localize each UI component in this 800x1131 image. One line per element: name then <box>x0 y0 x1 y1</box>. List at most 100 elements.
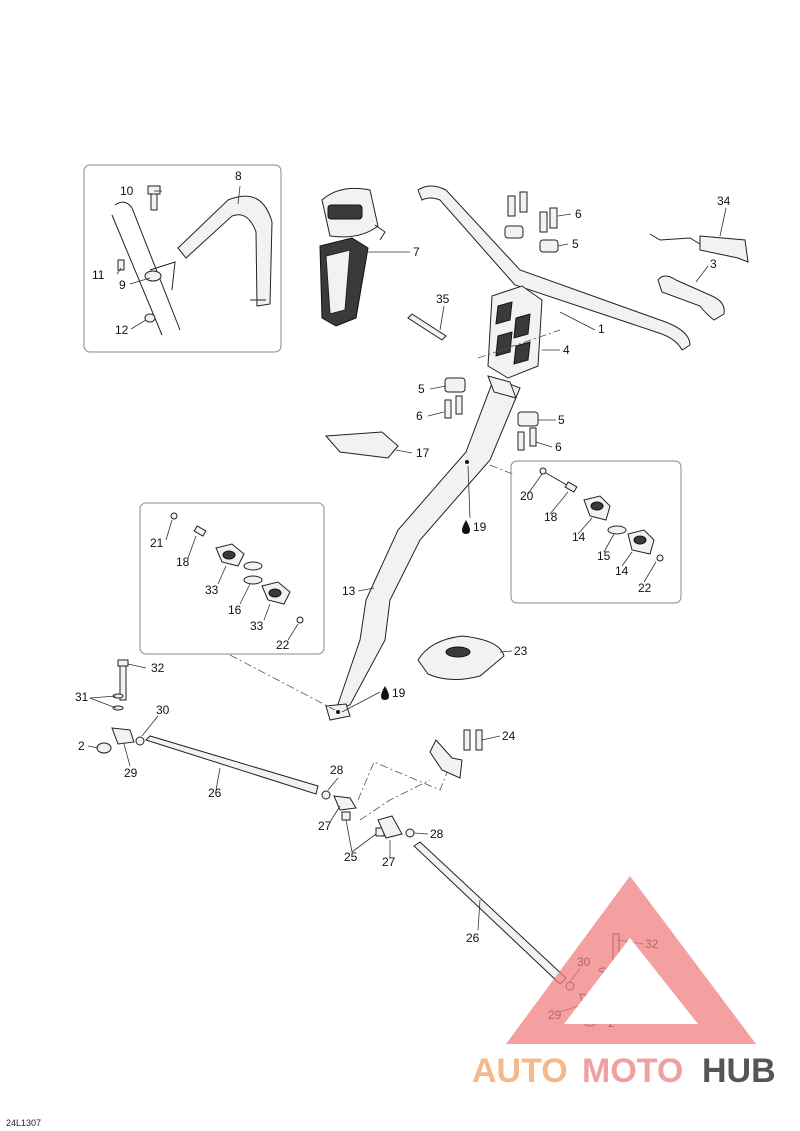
part-33-clamp-lower <box>261 581 291 605</box>
part-11-pin <box>117 259 125 271</box>
part-9-clamp <box>144 270 162 282</box>
callout-26: 26 <box>466 931 480 945</box>
callout-28: 28 <box>330 763 344 777</box>
part-2-nut-left <box>96 742 112 754</box>
part-18-sleeve-right <box>564 481 578 493</box>
callout-18: 18 <box>544 510 558 524</box>
part-1-handlebar <box>417 185 691 351</box>
callout-14: 14 <box>572 530 586 544</box>
callout-31: 31 <box>75 690 89 704</box>
part-21-bolt <box>170 512 178 520</box>
callout-12: 12 <box>115 323 129 337</box>
callout-23: 23 <box>514 644 528 658</box>
centerline-riser <box>477 329 561 359</box>
part-5-cap-right <box>517 411 539 427</box>
callout-5: 5 <box>418 382 425 396</box>
part-26-tie-rod-left <box>145 735 319 795</box>
part-7-pad <box>319 187 386 327</box>
callout-16: 16 <box>228 603 242 617</box>
centerline-tierod <box>357 761 451 801</box>
part-35-rod <box>407 313 447 341</box>
callout-17: 17 <box>416 446 430 460</box>
part-34-grip <box>649 233 749 263</box>
callout-27: 27 <box>382 855 396 869</box>
callout-22: 22 <box>276 638 290 652</box>
callout-3: 3 <box>710 257 717 271</box>
part-8-guard <box>177 195 273 307</box>
centerline-tierod-2 <box>359 779 431 821</box>
callout-6: 6 <box>575 207 582 221</box>
callout-11: 11 <box>92 268 105 282</box>
callout-4: 4 <box>563 343 570 357</box>
callout-34: 34 <box>717 194 731 208</box>
part-13-steering-column <box>325 375 521 721</box>
part-4-riser <box>487 285 543 379</box>
callout-5: 5 <box>572 237 579 251</box>
part-6-bolts-right <box>517 427 537 451</box>
part-31-washers-left <box>112 693 124 711</box>
part-18-sleeve-left <box>193 525 207 537</box>
callout-22: 22 <box>638 581 652 595</box>
part-28-jam-nut-b <box>405 828 415 838</box>
callout-10: 10 <box>120 184 134 198</box>
callout-26: 26 <box>208 786 222 800</box>
callout-19: 19 <box>392 686 406 700</box>
part-30-jam-nut-left <box>135 736 145 746</box>
part-22-nut-right <box>656 554 664 562</box>
callout-27: 27 <box>318 819 332 833</box>
oil-drop-icon <box>462 520 470 534</box>
callout-6: 6 <box>416 409 423 423</box>
part-17-plate <box>324 431 399 459</box>
part-32-bolt-left <box>117 659 129 701</box>
part-22-nut-left <box>296 616 304 624</box>
callout-20: 20 <box>520 489 534 503</box>
part-12-nut <box>144 313 156 323</box>
part-5-cap-left <box>444 377 466 393</box>
callout-14: 14 <box>615 564 629 578</box>
callout-28: 28 <box>430 827 444 841</box>
part-10-bolt <box>147 185 161 211</box>
part-27-rod-end-a <box>333 795 357 811</box>
part-5-cap-upper-1 <box>504 225 524 239</box>
callout-6: 6 <box>555 440 562 454</box>
callout-33: 33 <box>250 619 264 633</box>
part-33-clamp-upper <box>215 543 245 567</box>
oil-drop-icon <box>381 686 389 700</box>
callout-33: 33 <box>205 583 219 597</box>
inset-box-right <box>510 460 682 604</box>
watermark-triangle-inner <box>564 938 698 1024</box>
inset-box-left <box>139 502 325 655</box>
callout-2: 2 <box>78 739 85 753</box>
part-3-grip <box>657 275 725 321</box>
part-5-cap-upper-2 <box>539 239 559 253</box>
watermark-text-auto: AUTO <box>472 1052 568 1090</box>
callout-7: 7 <box>413 245 420 259</box>
callout-15: 15 <box>597 549 611 563</box>
callout-25: 25 <box>344 850 358 864</box>
callout-32: 32 <box>151 661 165 675</box>
callout-35: 35 <box>436 292 450 306</box>
callout-30: 30 <box>156 703 170 717</box>
part-29-ball-joint-left <box>111 727 135 745</box>
part-24-bracket <box>429 729 483 779</box>
part-28-jam-nut-a <box>321 790 331 800</box>
callout-5: 5 <box>558 413 565 427</box>
callout-19: 19 <box>473 520 487 534</box>
inset-box-top-left <box>83 164 282 353</box>
watermark-text-moto: MOTO <box>582 1052 683 1090</box>
part-16-inserts <box>243 561 263 585</box>
part-6-bolts-upper <box>507 191 558 233</box>
centerline-column-lower <box>229 654 336 711</box>
callout-8: 8 <box>235 169 242 183</box>
callout-13: 13 <box>342 584 356 598</box>
callout-labels: 1 2 2 3 4 5 5 5 6 6 6 7 8 9 10 11 12 13 … <box>75 169 731 1030</box>
part-6-bolts-left <box>444 395 463 419</box>
callout-24: 24 <box>502 729 516 743</box>
part-27-rod-end-b <box>377 815 403 839</box>
watermark-text-hub: HUB <box>702 1052 776 1090</box>
part-14-clamp-lower <box>627 529 655 555</box>
part-23-cover <box>417 635 505 680</box>
callout-1: 1 <box>598 322 605 336</box>
watermark-logo: AUTO MOTO HUB <box>472 876 776 1090</box>
